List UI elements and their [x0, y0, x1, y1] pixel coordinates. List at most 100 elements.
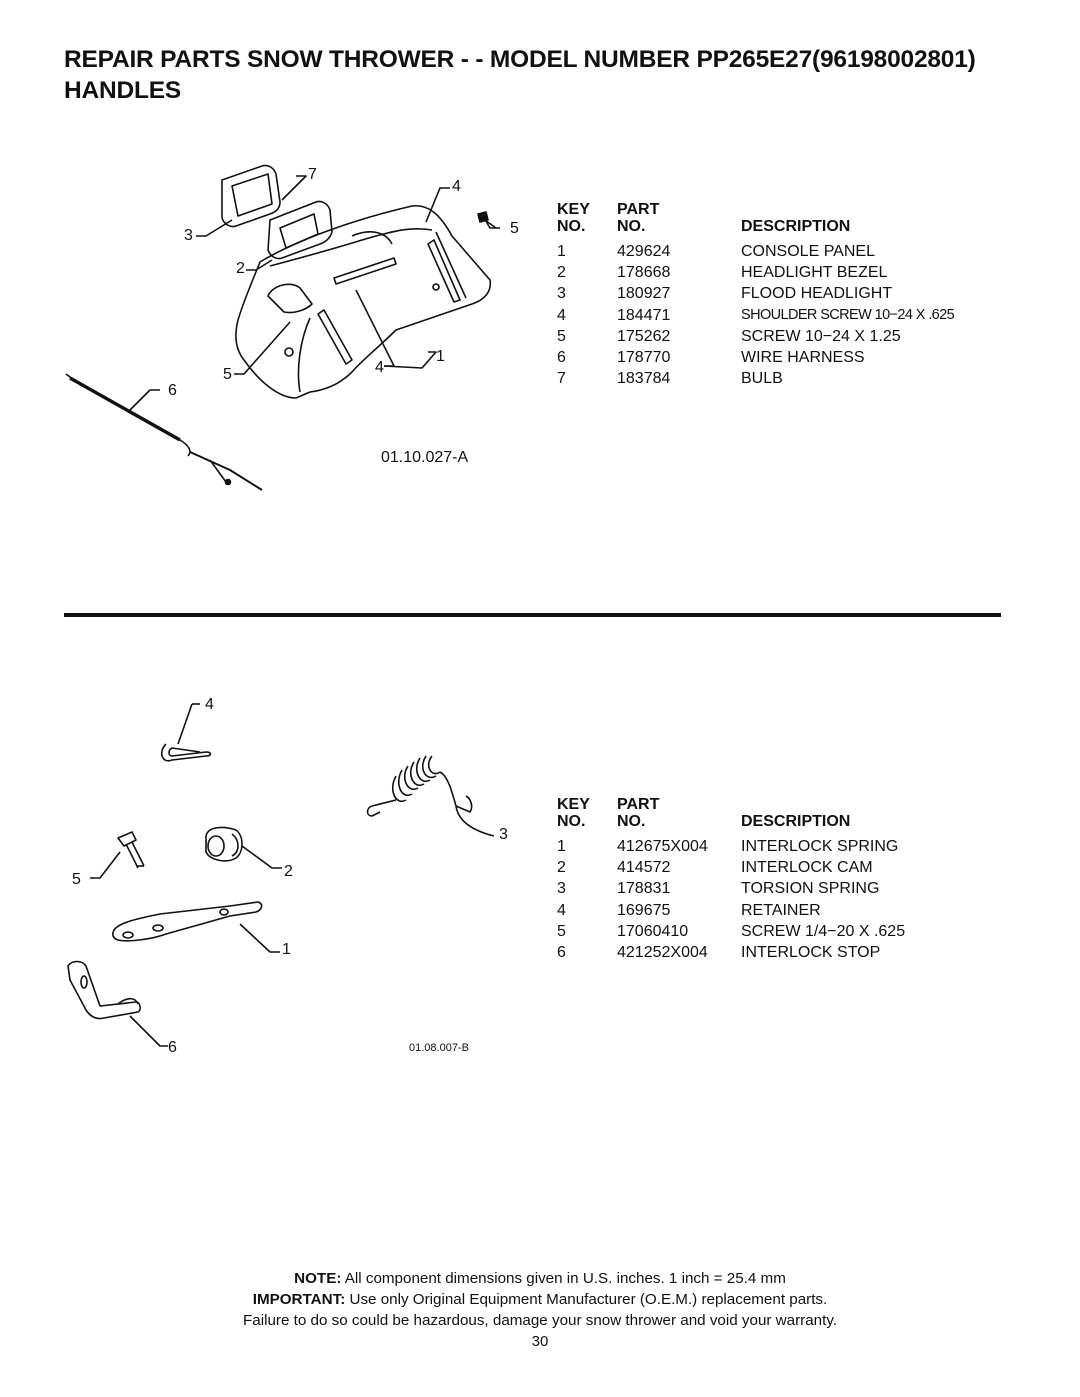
part-no: 421252X004 — [617, 943, 708, 961]
diagram-ref-code: 01.10.027-A — [381, 449, 469, 466]
col-part-no: NO. — [617, 218, 646, 235]
callout-1: 1 — [436, 348, 445, 365]
table-row: 3 180927 FLOOD HEADLIGHT — [557, 285, 1017, 306]
description: RETAINER — [741, 901, 821, 919]
parts-table-console: KEY NO. PART NO. DESCRIPTION 1 429624 CONS… — [557, 201, 1017, 391]
part-no: 184471 — [617, 306, 671, 324]
parts-table-interlock: KEY NO. PART NO. DESCRIPTION 1 412675X004… — [557, 796, 1017, 965]
section-divider — [64, 613, 1001, 617]
part-no: 178668 — [617, 264, 671, 282]
table-row: 7 183784 BULB — [557, 370, 1017, 391]
col-description: DESCRIPTION — [741, 218, 851, 235]
description: SCREW 1/4−20 X .625 — [741, 922, 906, 940]
callout-3: 3 — [184, 227, 193, 244]
flood-headlight-shape — [221, 164, 281, 228]
table-row: 3 178831 TORSION SPRING — [557, 880, 1017, 901]
interlock-spring-shape — [112, 901, 263, 942]
callout-5: 5 — [223, 366, 232, 383]
col-key-no: NO. — [557, 813, 586, 830]
title-line-1: REPAIR PARTS SNOW THROWER - - MODEL NUMB… — [64, 46, 976, 73]
callout-6: 6 — [168, 382, 177, 399]
part-no: 175262 — [617, 327, 671, 345]
table-row: 4 184471 SHOULDER SCREW 10−24 X .625 — [557, 307, 1017, 328]
key-no: 2 — [557, 264, 566, 282]
important-label: IMPORTANT: — [252, 1291, 346, 1308]
retainer-shape — [160, 743, 212, 762]
note-text: All component dimensions given in U.S. i… — [341, 1270, 786, 1287]
col-part-no: NO. — [617, 813, 646, 830]
callout-2: 2 — [284, 863, 293, 880]
screw-shape — [117, 831, 137, 847]
part-no: 414572 — [617, 859, 671, 877]
key-no: 7 — [557, 370, 566, 388]
important-line: IMPORTANT: Use only Original Equipment M… — [0, 1289, 1080, 1310]
table-row: 2 178668 HEADLIGHT BEZEL — [557, 264, 1017, 285]
part-no: 178831 — [617, 880, 671, 898]
callout-7: 7 — [308, 166, 317, 183]
description: SCREW 10−24 X 1.25 — [741, 327, 901, 345]
col-part: PART — [617, 796, 660, 813]
description: CONSOLE PANEL — [741, 243, 875, 260]
callout-6: 6 — [168, 1039, 177, 1056]
description: INTERLOCK STOP — [741, 943, 881, 961]
console-panel-shape — [235, 205, 492, 399]
callout-4: 4 — [205, 696, 214, 713]
important-text: Use only Original Equipment Manufacturer… — [345, 1291, 828, 1308]
wire-harness-shape — [69, 376, 181, 442]
description: TORSION SPRING — [741, 880, 880, 898]
part-no: 429624 — [617, 243, 671, 260]
key-no: 6 — [557, 348, 566, 366]
table-header: KEY NO. PART NO. DESCRIPTION — [557, 796, 1017, 838]
col-part: PART — [617, 201, 660, 218]
description: INTERLOCK CAM — [741, 859, 873, 877]
key-no: 4 — [557, 901, 566, 919]
interlock-exploded-diagram — [67, 703, 495, 1047]
col-key-no: NO. — [557, 218, 586, 235]
key-no: 4 — [557, 306, 566, 324]
table-row: 2 414572 INTERLOCK CAM — [557, 859, 1017, 880]
col-key: KEY — [557, 201, 590, 218]
table-row: 5 175262 SCREW 10−24 X 1.25 — [557, 328, 1017, 349]
key-no: 5 — [557, 327, 566, 345]
callout-4: 4 — [375, 359, 384, 376]
key-no: 2 — [557, 859, 566, 877]
page-number: 30 — [531, 1333, 549, 1350]
description: HEADLIGHT BEZEL — [741, 264, 888, 282]
callout-5: 5 — [72, 871, 81, 888]
key-no: 1 — [557, 838, 566, 855]
table-row: 1 412675X004 INTERLOCK SPRING — [557, 838, 1017, 859]
note-line: NOTE: All component dimensions given in … — [0, 1268, 1080, 1289]
col-description: DESCRIPTION — [741, 813, 851, 830]
description: BULB — [741, 370, 783, 388]
callout-3: 3 — [499, 826, 508, 843]
note-label: NOTE: — [294, 1270, 342, 1287]
part-no: 17060410 — [617, 922, 689, 940]
console-exploded-diagram — [65, 164, 500, 491]
key-no: 3 — [557, 285, 566, 303]
part-no: 178770 — [617, 348, 671, 366]
description: SHOULDER SCREW 10−24 X .625 — [741, 306, 955, 323]
key-no: 5 — [557, 922, 566, 940]
callout-5: 5 — [510, 220, 519, 237]
callout-4: 4 — [452, 178, 461, 195]
footer-notes: NOTE: All component dimensions given in … — [0, 1268, 1080, 1331]
description: FLOOD HEADLIGHT — [741, 285, 893, 303]
table-row: 1 429624 CONSOLE PANEL — [557, 243, 1017, 264]
interlock-cam-shape — [205, 826, 243, 862]
part-no: 183784 — [617, 370, 671, 388]
part-no: 412675X004 — [617, 838, 708, 855]
diagram-ref-code: 01.08.007-B — [409, 1042, 469, 1054]
table-row: 5 17060410 SCREW 1/4−20 X .625 — [557, 923, 1017, 944]
description: INTERLOCK SPRING — [741, 838, 899, 855]
table-header: KEY NO. PART NO. DESCRIPTION — [557, 201, 1017, 243]
interlock-stop-shape — [67, 960, 141, 1020]
warning-line: Failure to do so could be hazardous, dam… — [242, 1312, 838, 1329]
key-no: 1 — [557, 243, 566, 260]
key-no: 3 — [557, 880, 566, 898]
callout-2: 2 — [236, 260, 245, 277]
page-title: REPAIR PARTS SNOW THROWER - - MODEL NUMB… — [64, 44, 1044, 106]
part-no: 180927 — [617, 285, 671, 303]
